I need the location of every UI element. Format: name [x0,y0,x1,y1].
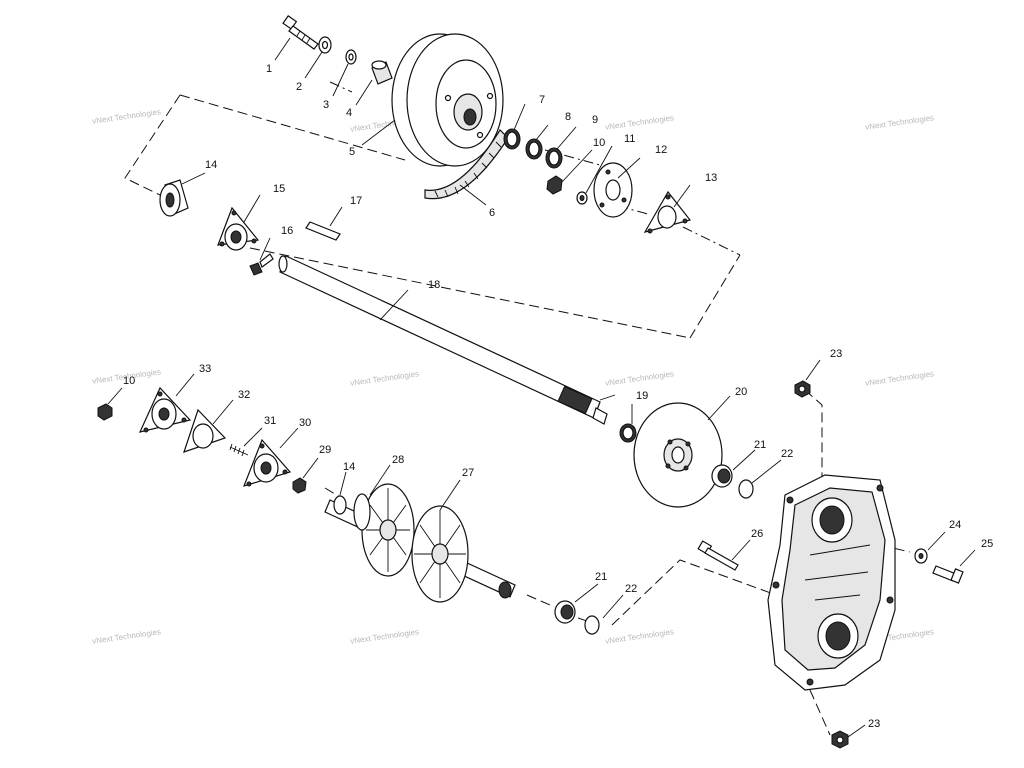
callout-8: 8 [565,111,571,123]
callout-10-lower: 10 [123,375,135,387]
nut-part-23-upper [794,380,811,398]
flange-part-13 [643,190,692,234]
nut-part-23-lower [831,730,849,749]
callout-24: 24 [949,519,961,531]
bolt-part-26 [697,540,739,571]
callout-23-upper: 23 [830,348,842,360]
callout-14-lower: 14 [343,461,355,473]
callout-5: 5 [349,146,355,158]
flange-part-15 [217,206,260,251]
drive-sprocket-part-27 [324,483,516,603]
bearing-part-14-upper [159,179,189,217]
callout-26: 26 [751,528,763,540]
callout-2: 2 [296,81,302,93]
nut-part-10-lower [97,403,113,421]
washer-part-11 [576,191,588,205]
flange-part-30 [242,438,292,487]
ring-part-9 [545,147,563,169]
washer-part-24 [914,548,928,564]
callout-22-lower: 22 [625,583,637,595]
callout-17: 17 [350,195,362,207]
callout-21-upper: 21 [754,439,766,451]
callout-31: 31 [264,415,276,427]
callout-25: 25 [981,538,993,550]
shaft-part-18 [278,255,608,425]
callout-21-lower: 21 [595,571,607,583]
callout-32: 32 [238,389,250,401]
callout-28: 28 [392,454,404,466]
callout-11: 11 [624,133,635,145]
callout-6: 6 [489,207,495,219]
callout-10-upper: 10 [593,137,605,149]
callout-30: 30 [299,417,311,429]
callout-20: 20 [735,386,747,398]
callout-3: 3 [323,99,329,111]
plate-part-12 [593,162,633,218]
callout-15: 15 [273,183,285,195]
ring-part-19 [619,423,637,443]
callout-1: 1 [266,63,272,75]
bolt-part-25 [932,565,964,584]
callout-19: 19 [636,390,648,402]
assembly-outline-upper [124,81,741,339]
nut-part-10-upper [546,175,563,195]
callout-22-upper: 22 [781,448,793,460]
flange-part-33 [138,386,192,433]
disc-part-20 [633,402,723,508]
callout-16: 16 [281,225,293,237]
callout-18: 18 [428,279,440,291]
hub-part-28 [353,493,371,531]
callout-14-upper: 14 [205,159,217,171]
seal-part-7 [503,128,521,150]
callout-23-lower: 23 [868,718,880,730]
callout-4: 4 [346,107,352,119]
chaincase-housing [767,474,896,691]
bearing-part-21-lower [554,600,576,624]
pulley-part-5 [391,33,504,167]
bearing-part-14-lower [333,495,347,515]
key-part-17 [305,221,341,241]
ring-part-8 [525,138,543,160]
callout-33: 33 [199,363,211,375]
leader-lines [107,37,976,738]
callout-13: 13 [705,172,717,184]
callout-labels: 1 2 3 4 5 6 7 8 9 10 11 12 13 14 15 16 1… [123,63,993,730]
pin-part-31 [229,443,249,457]
bearing-part-21-upper [711,464,733,488]
bushing-part-4 [371,60,393,85]
callout-12: 12 [655,144,667,156]
gasket-part-32 [183,408,227,453]
bolt-part-16 [249,253,274,276]
nut-part-29 [292,477,307,494]
callout-9: 9 [592,114,598,126]
callout-29: 29 [319,444,331,456]
washer-part-2 [318,36,332,54]
seal-part-22-lower [584,615,600,635]
washer-part-3 [345,49,357,65]
seal-part-22-upper [738,479,754,499]
callout-27: 27 [462,467,474,479]
bolt-part-1 [282,15,319,50]
callout-7: 7 [539,94,545,106]
